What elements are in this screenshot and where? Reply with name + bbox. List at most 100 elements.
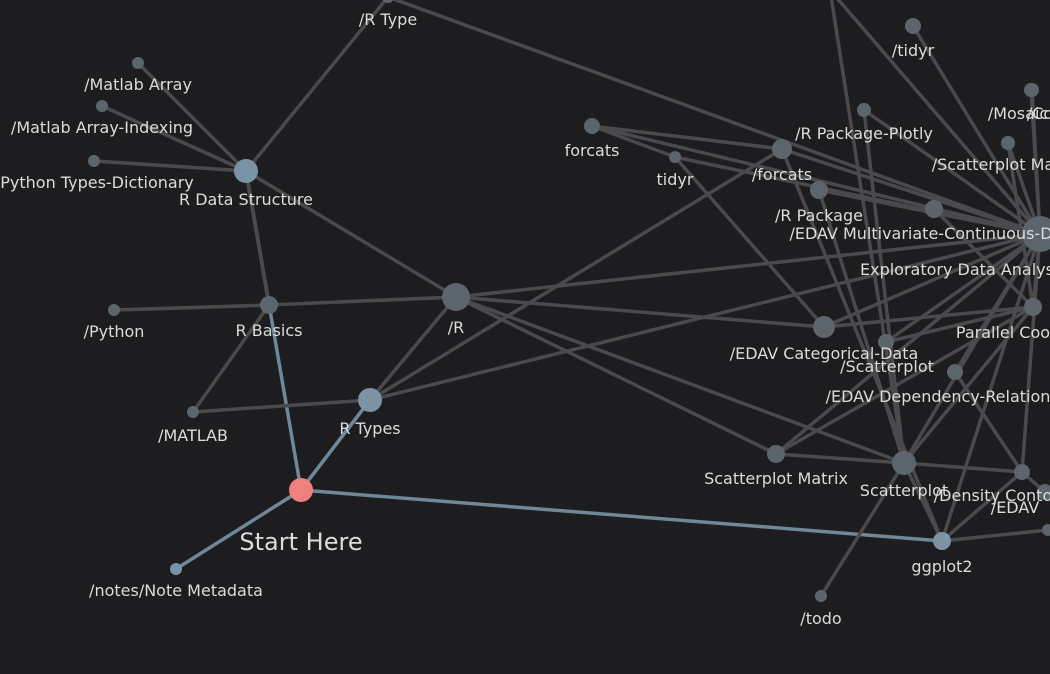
graph-edge-r-scatter_matrix (454, 295, 778, 456)
graph-edge-extra1-eda (836, 0, 1042, 236)
graph-node-label-r[interactable]: /R (448, 318, 465, 337)
graph-edges (92, 0, 1050, 598)
graph-edge-rtypes-forcats2 (368, 147, 784, 402)
graph-node-label-rds[interactable]: R Data Structure (179, 190, 313, 209)
graph-node-eda[interactable] (1022, 216, 1050, 252)
graph-edge-edav_multi-parallel (932, 207, 1035, 309)
graph-node-label-rpkgplotly[interactable]: /R Package-Plotly (795, 124, 933, 143)
graph-node-scatter_ma[interactable] (1001, 136, 1015, 150)
graph-node-label-tidyr2[interactable]: /tidyr (892, 41, 935, 60)
graph-node-label-scatterplot[interactable]: Scatterplot (860, 481, 948, 500)
graph-node-label-py_dict[interactable]: Python Types-Dictionary (0, 173, 193, 192)
graph-node-edav_cat[interactable] (813, 316, 835, 338)
graph-node-label-todo[interactable]: /todo (800, 609, 841, 628)
graph-node-label-eda[interactable]: Exploratory Data Analys (860, 260, 1050, 279)
graph-edge-scatterplot-rpkg (817, 188, 906, 465)
graph-node-label-edav_cat[interactable]: /EDAV Categorical-Data (730, 344, 919, 363)
graph-node-label-edav_multi[interactable]: /EDAV Multivariate-Continuous-D (789, 224, 1050, 243)
graph-node-forcats2[interactable] (772, 139, 792, 159)
graph-node-label-scatter_ma[interactable]: /Scatterplot Ma (932, 155, 1050, 174)
graph-node-python[interactable] (108, 304, 120, 316)
graph-edge-r-scatterplot (454, 295, 906, 465)
graph-node-matlab_array[interactable] (132, 57, 144, 69)
graph-node-density[interactable] (1014, 464, 1030, 480)
graph-edge-r-eda (454, 232, 1042, 299)
graph-node-label-scatter2[interactable]: /Scatterplot (840, 357, 934, 376)
graph-node-label-notemeta[interactable]: /notes/Note Metadata (89, 581, 263, 600)
graph-labels: /R Type/Matlab Array/Matlab Array-Indexi… (0, 10, 1050, 628)
graph-node-forcats1[interactable] (584, 118, 600, 134)
graph-node-label-matlab_array[interactable]: /Matlab Array (84, 75, 192, 94)
graph-edge-ggplot2-extra2 (940, 528, 1050, 543)
graph-node-parallel[interactable] (1024, 298, 1042, 316)
graph-node-label-mosaic[interactable]: /Mosaic (988, 104, 1048, 123)
graph-edge-scatter_matrix-scatterplot (774, 452, 906, 465)
graph-node-rpkgplotly[interactable] (857, 103, 871, 117)
graph-node-matlab[interactable] (187, 406, 199, 418)
graph-node-extra2[interactable] (1042, 524, 1050, 536)
graph-node-label-rbasics[interactable]: R Basics (236, 321, 303, 340)
graph-node-tidyr1[interactable] (669, 151, 681, 163)
graph-edge-start-notemeta (174, 488, 303, 571)
graph-node-scatterplot[interactable] (892, 451, 916, 475)
graph-node-label-forcats1[interactable]: forcats (565, 141, 620, 160)
graph-edge-rds-r (244, 169, 458, 299)
graph-edge-co-eda (1029, 88, 1042, 236)
graph-node-label-forcats2[interactable]: /forcats (752, 165, 812, 184)
graph-node-ggplot2[interactable] (933, 532, 951, 550)
graph-node-label-python[interactable]: /Python (84, 322, 145, 341)
graph-node-label-parallel[interactable]: Parallel Coo (956, 323, 1050, 342)
graph-edge-tidyr2-eda (911, 24, 1042, 236)
graph-node-tidyr2[interactable] (905, 18, 921, 34)
graph-node-py_dict[interactable] (88, 155, 100, 167)
graph-node-label-matlab[interactable]: /MATLAB (158, 426, 228, 445)
graph-edge-rds-matlab_array (136, 61, 248, 173)
graph-node-label-matlab_idx[interactable]: /Matlab Array-Indexing (11, 118, 193, 137)
graph-edge-scatter2-parallel (884, 305, 1035, 344)
graph-node-start[interactable] (289, 478, 313, 502)
graph-node-label-edav_dep[interactable]: /EDAV Dependency-Relation (826, 387, 1050, 406)
graph-node-label-rtype[interactable]: /R Type (359, 10, 417, 29)
graph-node-label-ggplot2[interactable]: ggplot2 (911, 557, 972, 576)
graph-node-label-density[interactable]: /Density Conto (934, 486, 1050, 505)
graph-node-label-edav2[interactable]: /EDAV (991, 498, 1039, 517)
graph-edge-rpkgplotly-eda (862, 108, 1042, 236)
graph-node-label-co[interactable]: /Co (1027, 104, 1050, 123)
graph-node-label-rtypes[interactable]: R Types (339, 419, 400, 438)
graph-edge-rds-rtype (244, 0, 388, 173)
graph-node-rds[interactable] (234, 159, 258, 183)
graph-node-rpkg[interactable] (810, 181, 828, 199)
graph-edge-ggplot2-eda (940, 232, 1042, 543)
graph-node-matlab_idx[interactable] (96, 100, 108, 112)
graph-node-edav_dep[interactable] (947, 364, 963, 380)
graph-edge-rbasics-python (112, 303, 271, 312)
graph-node-scatter2[interactable] (878, 334, 894, 350)
graph-edge-rtypes-matlab (191, 398, 372, 414)
graph-edge-scatter_matrix-parallel (774, 305, 1035, 456)
graph-node-rtypes[interactable] (358, 388, 382, 412)
graph-node-co[interactable] (1024, 83, 1038, 97)
graph-edge-forcats2-ggplot2 (780, 147, 944, 543)
graph-node-rtype[interactable] (382, 0, 394, 3)
graph-edge-start-rtypes (299, 398, 372, 492)
graph-node-rbasics[interactable] (260, 296, 278, 314)
graph-edge-scatter_ma-parallel (1006, 141, 1035, 309)
graph-edge-rbasics-r (267, 295, 458, 307)
graph-edge-forcats1-tidyr1 (590, 124, 677, 159)
graph-node-label-scatter_matrix[interactable]: Scatterplot Matrix (704, 469, 848, 488)
graph-node-notemeta[interactable] (170, 563, 182, 575)
graph-node-label-rpkg[interactable]: /R Package (775, 206, 863, 225)
graph-nodes (88, 0, 1050, 602)
graph-node-label-tidyr1[interactable]: tidyr (657, 170, 694, 189)
graph-edge-ggplot2-density (940, 470, 1024, 543)
graph-node-edav_multi[interactable] (925, 200, 943, 218)
graph-node-edav2[interactable] (1037, 484, 1050, 500)
graph-node-label-start[interactable]: Start Here (239, 528, 362, 556)
graph-node-scatter_matrix[interactable] (767, 445, 785, 463)
graph-node-r[interactable] (442, 283, 470, 311)
graph-edge-scatterplot-density (902, 461, 1024, 474)
graph-edge-scatterplot-parallel (902, 305, 1035, 465)
graph-edge-rds-matlab_idx (100, 104, 248, 173)
graph-node-todo[interactable] (815, 590, 827, 602)
